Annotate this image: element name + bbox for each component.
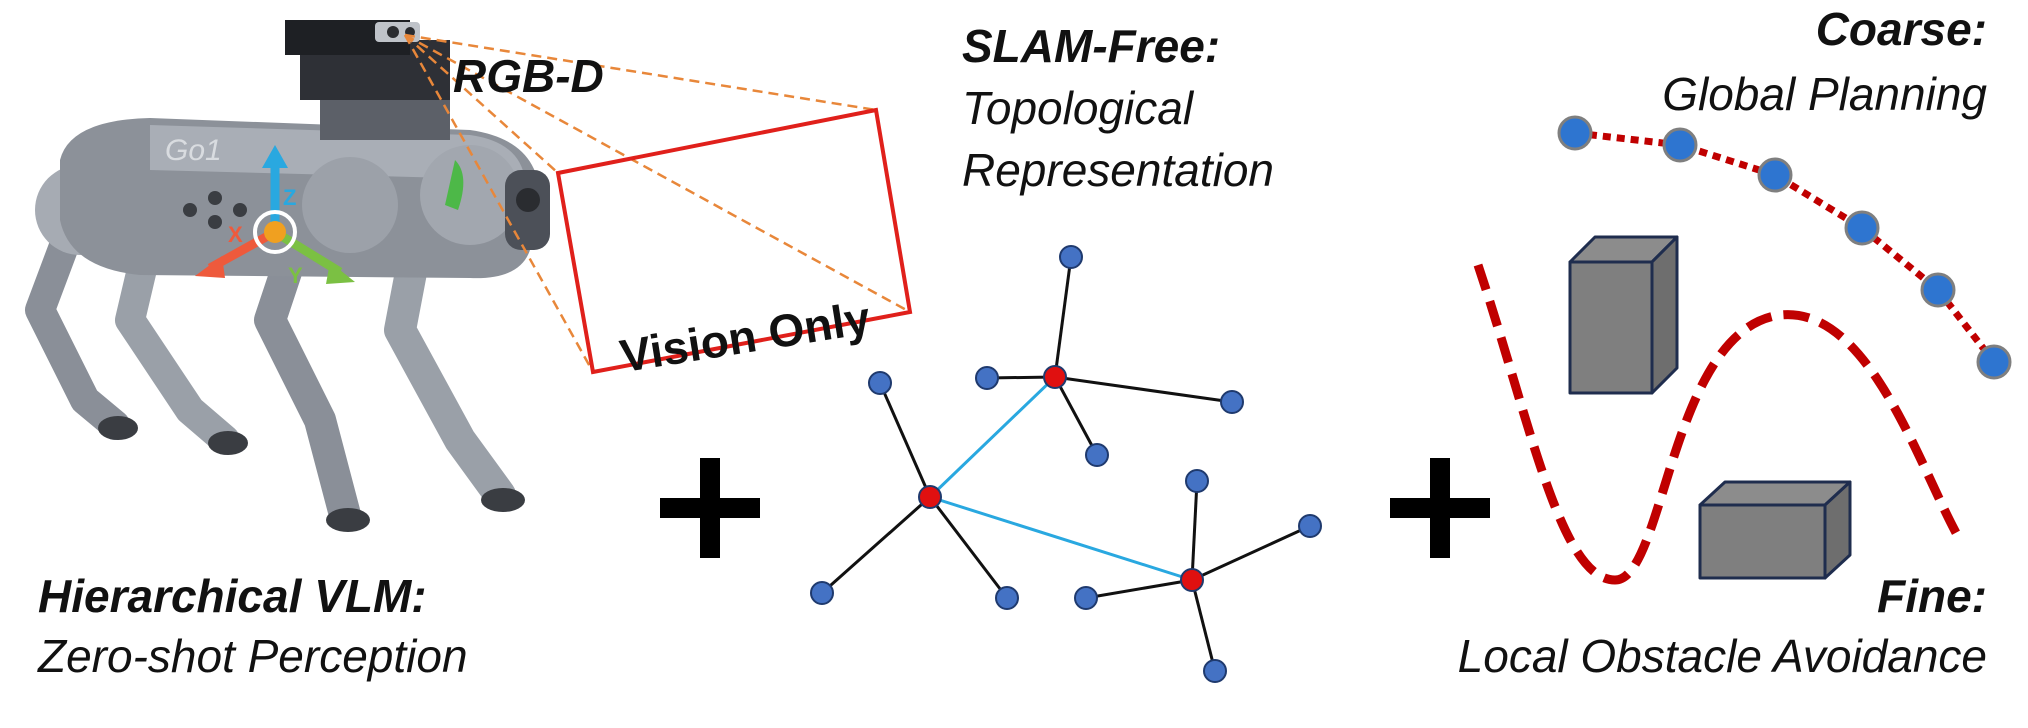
robot-brand-label: Go1	[165, 134, 222, 167]
vision-frame	[555, 107, 913, 375]
plus-sign-1	[660, 458, 760, 558]
topological-graph	[810, 245, 1322, 683]
topology-title: SLAM-Free:	[962, 20, 1220, 72]
robot-coordinate-frame: Z X Y	[195, 145, 355, 288]
local-avoidance-path	[1473, 263, 1964, 585]
axis-y-label: Y	[288, 263, 303, 288]
fine-title: Fine:	[1877, 570, 1987, 622]
coarse-title: Coarse:	[1816, 3, 1987, 55]
topology-subtitle-line2: Representation	[962, 144, 1274, 196]
robot-subtitle: Zero-shot Perception	[37, 630, 468, 682]
camera-frustum	[403, 33, 911, 373]
topology-subtitle-line1: Topological	[962, 82, 1195, 134]
global-plan-path	[1557, 115, 2012, 380]
vision-only-label: Vision Only	[616, 291, 874, 382]
axis-x-label: X	[228, 222, 243, 247]
coarse-subtitle: Global Planning	[1662, 68, 1987, 120]
obstacle-box-tall	[1568, 235, 1679, 395]
robot-title: Hierarchical VLM:	[38, 570, 427, 622]
robot-dog-illustration: Go1	[25, 20, 550, 532]
plus-sign-2	[1390, 458, 1490, 558]
fine-subtitle: Local Obstacle Avoidance	[1458, 630, 1987, 682]
obstacle-box-short	[1698, 480, 1852, 580]
rgbd-label: RGB-D	[453, 50, 604, 102]
axis-z-label: Z	[283, 185, 296, 210]
